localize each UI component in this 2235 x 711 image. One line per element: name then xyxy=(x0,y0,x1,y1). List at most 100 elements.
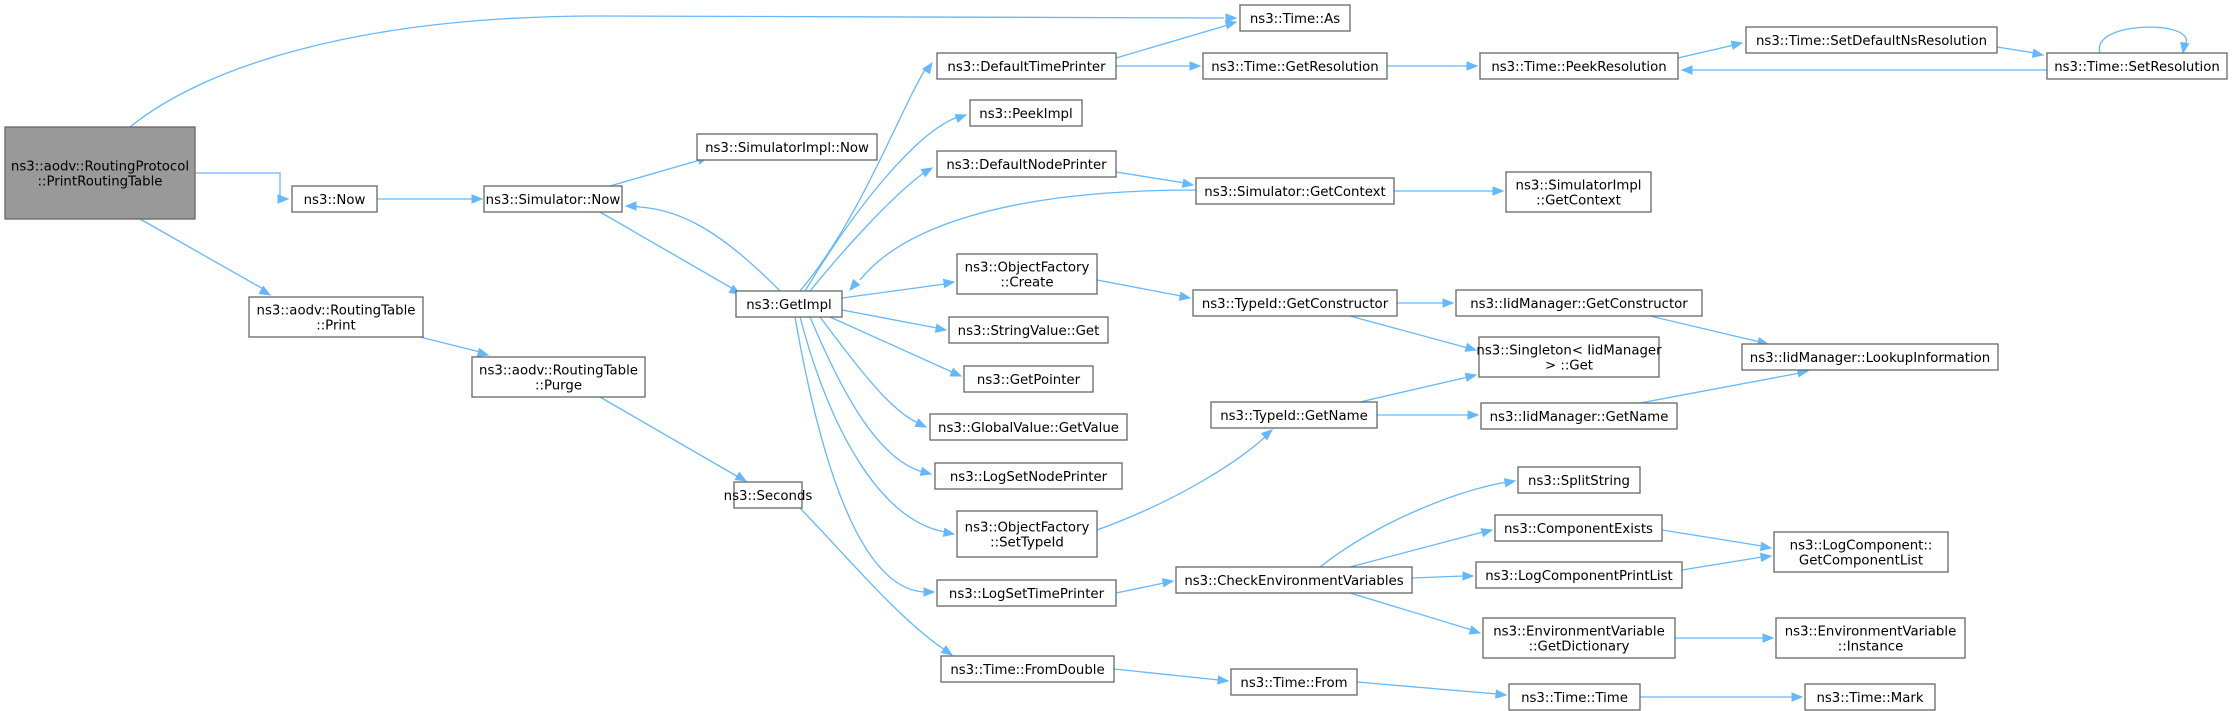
node-checkenv[interactable]: ns3::CheckEnvironmentVariables xyxy=(1175,566,1413,594)
node-label: ns3::Now xyxy=(304,193,366,208)
node-lognodeprinter[interactable]: ns3::LogSetNodePrinter xyxy=(934,462,1123,490)
node-box xyxy=(1192,289,1398,317)
edge-arrowhead xyxy=(1217,675,1230,685)
node-box xyxy=(948,316,1109,344)
node-label: ns3::IidManager::GetConstructor xyxy=(1470,297,1688,312)
node-envgetdict[interactable]: ns3::EnvironmentVariable::GetDictionary xyxy=(1482,617,1676,659)
edge-getimpl-to-peekimpl xyxy=(804,116,959,292)
node-getptr[interactable]: ns3::GetPointer xyxy=(963,365,1094,393)
node-box xyxy=(1202,52,1388,80)
node-label: ns3::TypeId::GetName xyxy=(1220,409,1368,424)
node-logcompgetlist[interactable]: ns3::LogComponent::GetComponentList xyxy=(1773,531,1949,573)
node-label: ns3::ComponentExists xyxy=(1504,522,1653,537)
edge-arrowhead xyxy=(1225,13,1238,23)
edge-arrowhead xyxy=(1442,298,1455,308)
edge-getimpl-to-simnow xyxy=(630,204,781,292)
node-label: ns3::Time::SetDefaultNsResolution xyxy=(1756,34,1987,49)
node-timefrom[interactable]: ns3::Time::From xyxy=(1230,668,1358,696)
node-iidlookup[interactable]: ns3::IidManager::LookupInformation xyxy=(1741,343,1999,371)
node-setdefnsres[interactable]: ns3::Time::SetDefaultNsResolution xyxy=(1745,26,1998,54)
node-root[interactable]: ns3::aodv::RoutingProtocol::PrintRouting… xyxy=(4,126,196,220)
edge-arrowhead xyxy=(734,471,748,482)
node-label: ns3::ObjectFactory xyxy=(965,521,1090,536)
edge-arrowhead xyxy=(1464,342,1478,352)
node-envinstance[interactable]: ns3::EnvironmentVariable::Instance xyxy=(1775,617,1966,659)
edge-arrowhead xyxy=(919,466,933,476)
node-ofcreate[interactable]: ns3::ObjectFactory::Create xyxy=(956,253,1098,295)
node-box xyxy=(1480,402,1678,430)
node-label: ::Print xyxy=(316,319,356,334)
node-setres[interactable]: ns3::Time::SetResolution xyxy=(2046,52,2228,80)
node-label: ::PrintRoutingTable xyxy=(38,175,163,190)
node-timeas[interactable]: ns3::Time::As xyxy=(1239,4,1351,32)
edge-arrowhead xyxy=(942,527,956,537)
edge-checkenv-to-envgetdict xyxy=(1349,592,1473,631)
node-label: ::Purge xyxy=(535,379,582,394)
node-tidgetctor[interactable]: ns3::TypeId::GetConstructor xyxy=(1192,289,1398,317)
node-logcompprint[interactable]: ns3::LogComponentPrintList xyxy=(1475,561,1683,589)
node-fromdouble[interactable]: ns3::Time::FromDouble xyxy=(940,655,1115,683)
edge-ofsettypeid-to-tidgetname xyxy=(1096,436,1266,531)
node-timetime[interactable]: ns3::Time::Time xyxy=(1508,683,1641,711)
node-iidgetctor[interactable]: ns3::IidManager::GetConstructor xyxy=(1455,289,1703,317)
node-label: ns3::SimulatorImpl xyxy=(1516,179,1642,194)
node-label: ns3::Time::SetResolution xyxy=(2054,60,2220,75)
edge-iidgetctor-to-iidlookup xyxy=(1649,315,1761,343)
node-box xyxy=(1478,336,1660,378)
node-simimplnow[interactable]: ns3::SimulatorImpl::Now xyxy=(696,133,878,161)
edge-arrowhead xyxy=(1464,372,1478,382)
node-label: ns3::TypeId::GetConstructor xyxy=(1202,297,1389,312)
node-seconds[interactable]: ns3::Seconds xyxy=(724,481,813,509)
node-peekimpl[interactable]: ns3::PeekImpl xyxy=(969,99,1083,127)
edge-arrowhead xyxy=(914,418,928,428)
node-box xyxy=(969,99,1083,127)
edge-deftimeprinter-to-timeas xyxy=(1115,24,1229,59)
node-label: ns3::LogComponent:: xyxy=(1790,539,1933,554)
node-simgetctx[interactable]: ns3::Simulator::GetContext xyxy=(1195,177,1395,205)
edge-setdefnsres-to-setres xyxy=(1996,46,2036,54)
edge-root-to-rtprint xyxy=(139,218,266,291)
node-box xyxy=(471,356,646,398)
node-iidgetname[interactable]: ns3::IidManager::GetName xyxy=(1480,402,1678,430)
edge-tidgetctor-to-singleton xyxy=(1349,315,1469,349)
node-logtimeprinter[interactable]: ns3::LogSetTimePrinter xyxy=(936,579,1117,607)
node-singleton[interactable]: ns3::Singleton< IidManager> ::Get xyxy=(1476,336,1662,378)
node-label: ns3::LogComponentPrintList xyxy=(1485,569,1673,584)
node-peekres[interactable]: ns3::Time::PeekResolution xyxy=(1479,52,1679,80)
node-label: ::Instance xyxy=(1838,640,1904,655)
edge-arrowhead xyxy=(922,61,933,75)
edge-getimpl-to-lognodeprinter xyxy=(809,316,924,473)
node-label: ns3::LogSetNodePrinter xyxy=(950,470,1108,485)
node-rtprint[interactable]: ns3::aodv::RoutingTable::Print xyxy=(248,296,424,338)
node-label: ns3::GetImpl xyxy=(746,298,831,313)
node-ofsettypeid[interactable]: ns3::ObjectFactory::SetTypeId xyxy=(956,510,1098,558)
node-getimpl[interactable]: ns3::GetImpl xyxy=(735,290,843,318)
node-label: ns3::EnvironmentVariable xyxy=(1785,625,1957,640)
edge-arrowhead xyxy=(1791,692,1804,702)
node-now[interactable]: ns3::Now xyxy=(291,185,378,213)
node-box xyxy=(696,133,878,161)
node-simimplgetctx[interactable]: ns3::SimulatorImpl::GetContext xyxy=(1505,171,1652,213)
node-box xyxy=(929,413,1128,441)
node-compexists[interactable]: ns3::ComponentExists xyxy=(1494,514,1663,542)
node-strget[interactable]: ns3::StringValue::Get xyxy=(948,316,1109,344)
node-box xyxy=(936,52,1117,80)
node-splitstring[interactable]: ns3::SplitString xyxy=(1517,466,1641,494)
edge-arrowhead xyxy=(1189,61,1202,71)
node-deftimeprinter[interactable]: ns3::DefaultTimePrinter xyxy=(936,52,1117,80)
edge-arrowhead xyxy=(1462,571,1475,581)
edge-fromdouble-to-timefrom xyxy=(1113,668,1220,681)
node-label: ns3::Singleton< IidManager xyxy=(1476,344,1662,359)
node-rtpurge[interactable]: ns3::aodv::RoutingTable::Purge xyxy=(471,356,646,398)
node-tidgetname[interactable]: ns3::TypeId::GetName xyxy=(1210,401,1378,429)
node-getres[interactable]: ns3::Time::GetResolution xyxy=(1202,52,1388,80)
node-label: ns3::Time::From xyxy=(1240,676,1347,691)
node-label: ns3::Seconds xyxy=(724,489,813,504)
edge-arrowhead xyxy=(1466,61,1479,71)
node-gvgetvalue[interactable]: ns3::GlobalValue::GetValue xyxy=(929,413,1128,441)
edge-root-to-timeas xyxy=(129,15,1225,128)
node-timemark[interactable]: ns3::Time::Mark xyxy=(1804,683,1936,711)
node-box xyxy=(1505,171,1652,213)
node-defnodeprinter[interactable]: ns3::DefaultNodePrinter xyxy=(936,150,1117,178)
node-simnow[interactable]: ns3::Simulator::Now xyxy=(483,185,623,213)
